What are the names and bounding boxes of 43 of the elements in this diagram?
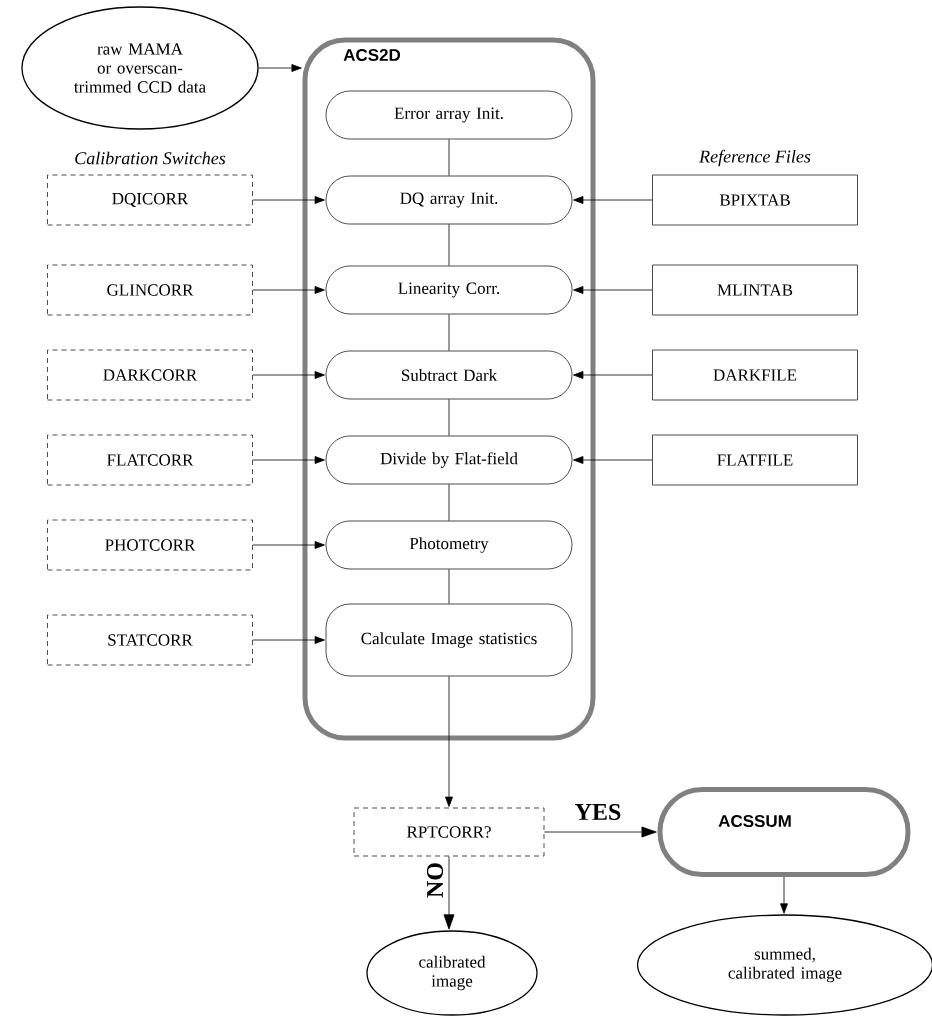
switch-box: FLATCORR — [47, 434, 253, 486]
arrow — [573, 456, 653, 464]
edge-label: YES — [573, 802, 623, 822]
switch-box: DARKCORR — [47, 349, 253, 401]
connector-line — [448, 313, 450, 352]
step-box: Linearity Corr. — [325, 265, 573, 315]
file-box: FLATFILE — [652, 434, 858, 486]
switch-box: DQICORR — [47, 174, 253, 226]
connector-line — [448, 398, 450, 437]
file-box: BPIXTAB — [652, 174, 858, 226]
arrow — [780, 876, 788, 914]
section-heading: Calibration Switches — [75, 151, 226, 165]
arrow — [252, 371, 325, 379]
switch-box: RPTCORR? — [353, 807, 545, 857]
switch-box: GLINCORR — [47, 264, 253, 316]
switch-box: PHOTCORR — [47, 519, 253, 571]
step-box: Divide by Flat-field — [325, 435, 573, 485]
arrow — [573, 286, 653, 294]
process-frame: ACSSUM — [657, 787, 911, 877]
arrow — [252, 541, 325, 549]
arrow — [573, 196, 653, 204]
arrow — [443, 855, 455, 930]
arrow — [543, 826, 657, 838]
arrow — [252, 286, 325, 294]
arrow — [573, 371, 653, 379]
arrow — [252, 456, 325, 464]
arrow — [252, 636, 325, 644]
connector-line — [448, 223, 450, 267]
step-box: Photometry — [325, 520, 573, 570]
file-box: MLINTAB — [652, 264, 858, 316]
step-box: DQ array Init. — [325, 175, 573, 225]
connector-line — [448, 568, 450, 605]
step-box: Calculate Image statistics — [325, 603, 573, 677]
arrow — [252, 196, 325, 204]
step-box: Subtract Dark — [325, 350, 573, 400]
file-box: DARKFILE — [652, 349, 858, 401]
step-box: Error array Init. — [325, 90, 573, 140]
switch-box: STATCORR — [47, 614, 253, 666]
connector-line — [448, 138, 450, 177]
edge-label: NO — [425, 861, 445, 899]
arrow — [258, 64, 302, 72]
arrow — [445, 675, 453, 807]
connector-line — [448, 483, 450, 522]
